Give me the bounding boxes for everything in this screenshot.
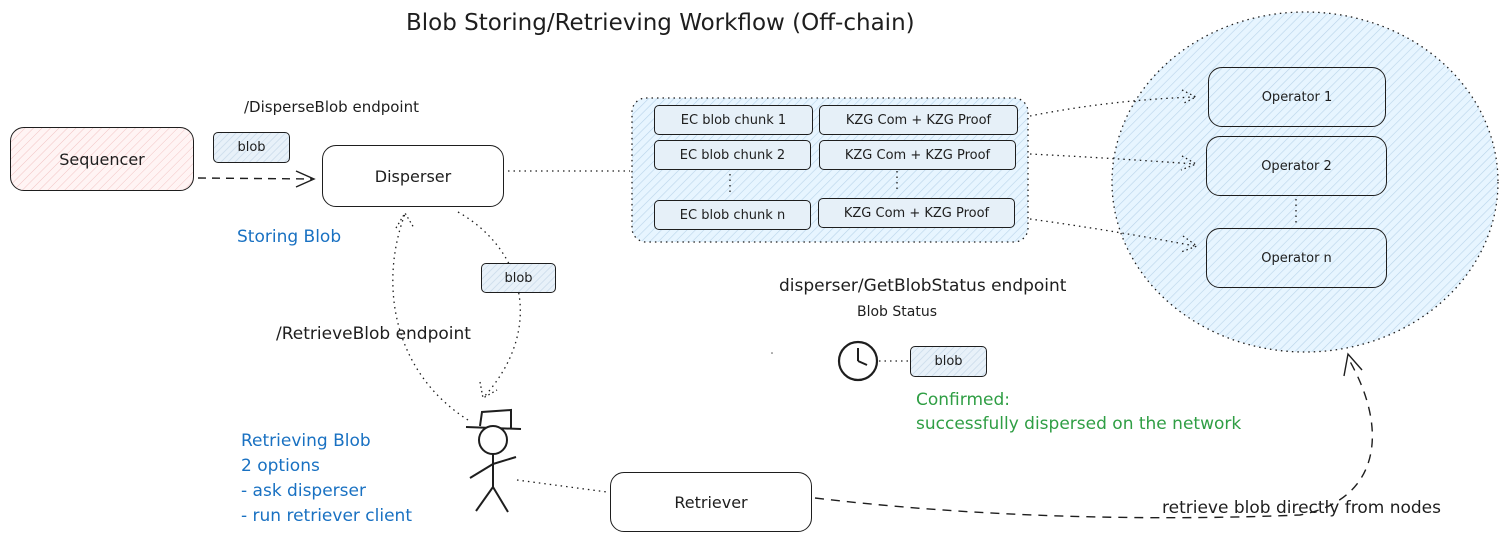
retriever-node: Retriever <box>610 472 812 532</box>
operator-n-node: Operator n <box>1206 228 1387 288</box>
diagram-title: Blob Storing/Retrieving Workflow (Off-ch… <box>406 10 915 36</box>
blob-chip-status: blob <box>910 346 987 377</box>
operator-1-label: Operator 1 <box>1261 89 1333 105</box>
retrieving-line-1: Retrieving Blob <box>241 431 371 451</box>
sequencer-fill <box>10 127 194 191</box>
blob-chip-retrieval: blob <box>481 263 556 293</box>
retrieving-options: Retrieving Blob 2 options - ask disperse… <box>241 429 412 529</box>
ec-chunk-2: EC blob chunk 2 <box>654 140 811 170</box>
retrieve-direct-label: retrieve blob directly from nodes <box>1162 498 1441 518</box>
sequencer-disperser-arrow <box>197 177 313 180</box>
retrieving-line-2: 2 options <box>241 456 320 476</box>
storing-blob-label: Storing Blob <box>237 227 342 247</box>
retrieve-endpoint-label: /RetrieveBlob endpoint <box>276 324 471 344</box>
blob-status-label: Blob Status <box>857 304 938 320</box>
disperser-label: Disperser <box>374 166 452 186</box>
confirmed-detail-label: successfully dispersed on the network <box>916 414 1242 434</box>
sequencer-label: Sequencer <box>59 149 145 169</box>
operator-2-node: Operator 2 <box>1206 136 1387 196</box>
retriever-label: Retriever <box>674 492 748 512</box>
confirmed-label: Confirmed: <box>916 390 1010 410</box>
kzg-proof-n: KZG Com + KZG Proof <box>818 198 1015 228</box>
operator-2-label: Operator 2 <box>1261 158 1332 174</box>
kzg-proof-1: KZG Com + KZG Proof <box>819 105 1018 135</box>
disperse-endpoint-label: /DisperseBlob endpoint <box>244 98 419 116</box>
retrieving-line-3: - ask disperser <box>241 481 366 501</box>
retriever-nodes-arrow <box>814 357 1374 519</box>
status-endpoint-label: disperser/GetBlobStatus endpoint <box>779 276 1067 296</box>
operator-1-node: Operator 1 <box>1208 67 1386 127</box>
kzg-proof-2: KZG Com + KZG Proof <box>819 140 1016 170</box>
clock-icon <box>837 340 879 382</box>
sequencer-node: Sequencer <box>10 127 194 191</box>
operator-n-label: Operator n <box>1261 250 1332 266</box>
blob-chip-dispersal: blob <box>213 132 290 163</box>
disperser-user-arrow <box>457 211 521 399</box>
stick-figure-icon <box>465 408 522 513</box>
user-retriever-link <box>516 479 608 493</box>
ec-chunk-1: EC blob chunk 1 <box>654 105 813 135</box>
ec-chunk-n: EC blob chunk n <box>654 200 811 230</box>
user-disperser-arrow <box>392 213 469 421</box>
retrieving-line-4: - run retriever client <box>241 506 412 526</box>
disperser-node: Disperser <box>322 145 504 207</box>
